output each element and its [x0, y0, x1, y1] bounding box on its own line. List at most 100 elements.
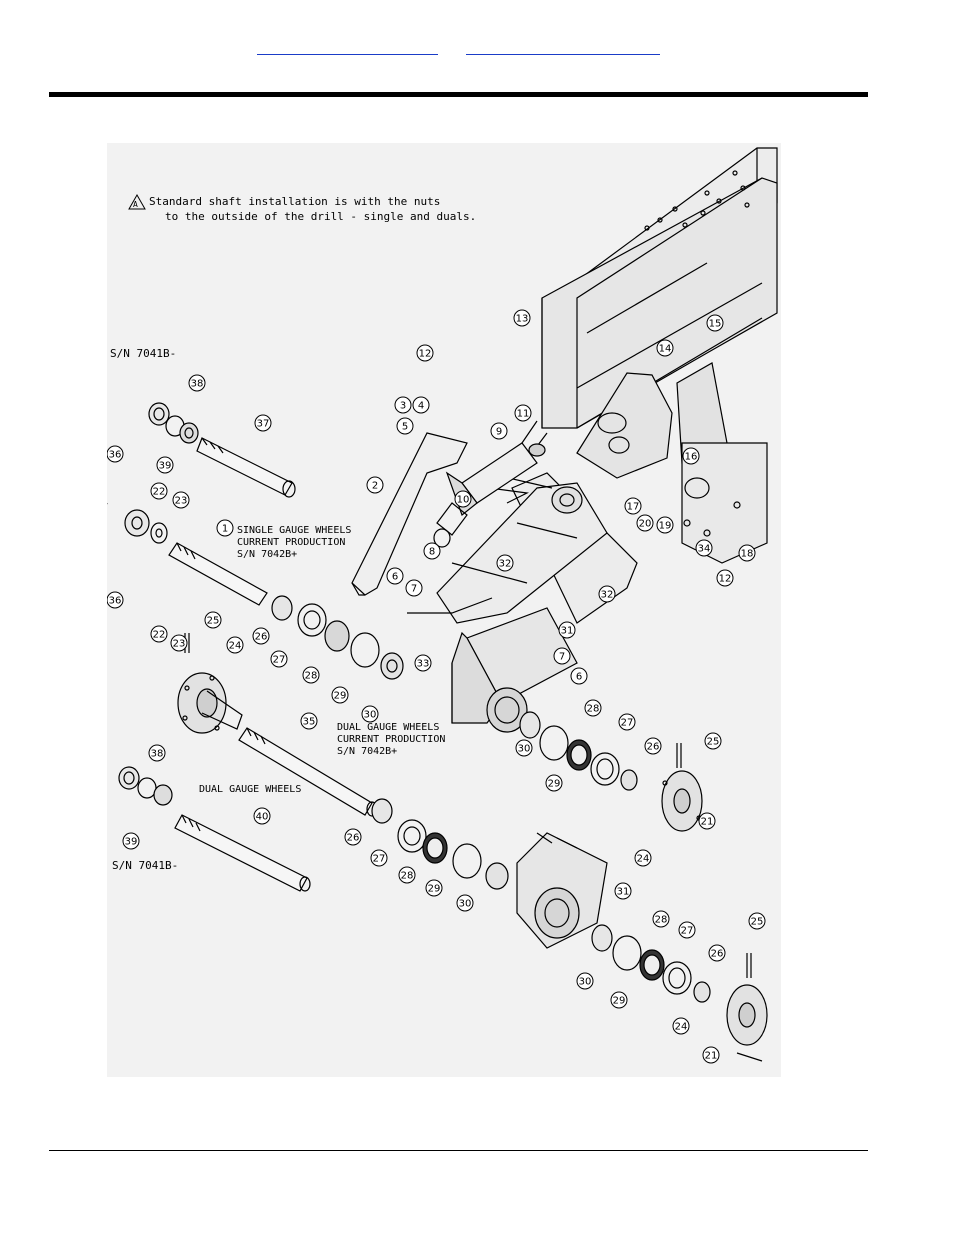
callout-24: 24 [226, 636, 244, 654]
callout-number: 6 [392, 572, 398, 583]
single-label-3: S/N 7042B+ [237, 549, 297, 560]
callout-circle [226, 636, 244, 654]
callout-circle [394, 396, 412, 414]
bracket-plate-2 [351, 432, 468, 596]
callout-number: 26 [347, 833, 360, 844]
callout-number: 12 [719, 574, 732, 585]
callout-number: 40 [256, 812, 269, 823]
callout-26: 26 [252, 627, 270, 645]
callout-number: 29 [428, 884, 441, 895]
callout-number: 31 [561, 626, 574, 637]
diagram-svg: A Standard shaft installation is with th… [102, 147, 778, 1064]
callout-circle [106, 445, 124, 463]
callout-number: 7 [411, 584, 417, 595]
callout-circle [702, 1046, 720, 1064]
callout-circle [682, 447, 700, 465]
callout-22: 22 [150, 625, 168, 643]
callout-circle [708, 944, 726, 962]
callout-circle [106, 591, 124, 609]
callout-circle [253, 807, 271, 825]
header-link-1[interactable] [257, 44, 438, 55]
callout-25: 25 [704, 732, 722, 750]
callout-number: 26 [647, 742, 660, 753]
callout-39: 39 [122, 832, 140, 850]
callout-circle [618, 713, 636, 731]
callout-19: 19 [656, 516, 674, 534]
callout-number: 29 [334, 691, 347, 702]
callout-circle [634, 849, 652, 867]
callout-24: 24 [672, 1017, 690, 1035]
callout-number: 21 [701, 817, 714, 828]
callout-circle [570, 667, 588, 685]
callout-30: 30 [576, 972, 594, 990]
callout-29: 29 [610, 991, 628, 1009]
callout-36: 36 [106, 591, 124, 609]
header-link-2[interactable] [466, 44, 660, 55]
callout-circle [188, 374, 206, 392]
callout-11: 11 [514, 404, 532, 422]
callout-29: 29 [331, 686, 349, 704]
callout-number: 14 [659, 344, 672, 355]
callout-29: 29 [425, 879, 443, 897]
callout-circle [150, 482, 168, 500]
callout-number: 19 [659, 521, 672, 532]
callout-18: 18 [738, 544, 756, 562]
callout-1: 1 [216, 519, 234, 537]
callout-27: 27 [270, 650, 288, 668]
callout-7: 7 [405, 579, 423, 597]
callout-number: 1 [222, 524, 228, 535]
callout-circle [254, 414, 272, 432]
callout-number: 28 [305, 671, 318, 682]
callout-40: 40 [253, 807, 271, 825]
callout-circle [716, 569, 734, 587]
callout-circle [300, 712, 318, 730]
callout-circle [216, 519, 234, 537]
callout-circle [706, 314, 724, 332]
callout-number: 28 [655, 915, 668, 926]
callout-number: 15 [709, 319, 722, 330]
callout-4: 4 [412, 396, 430, 414]
callout-number: 36 [109, 596, 122, 607]
callout-number: 11 [517, 409, 530, 420]
shaft-1 [102, 502, 268, 606]
callout-6: 6 [386, 567, 404, 585]
callout-circle [515, 739, 533, 757]
callout-circle [204, 611, 222, 629]
exploded-parts-diagram: A Standard shaft installation is with th… [102, 143, 781, 1077]
callout-21: 21 [702, 1046, 720, 1064]
callout-17: 17 [624, 497, 642, 515]
note-letter: A [133, 200, 138, 209]
header-rule [49, 92, 868, 97]
callout-number: 36 [109, 450, 122, 461]
callout-38: 38 [188, 374, 206, 392]
callout-39: 39 [156, 456, 174, 474]
callout-number: 2 [372, 481, 378, 492]
callout-circle [148, 744, 166, 762]
callout-circle [698, 812, 716, 830]
callout-number: 35 [303, 717, 316, 728]
callout-circle [156, 456, 174, 474]
callout-number: 29 [613, 996, 626, 1007]
callout-number: 30 [459, 899, 472, 910]
callout-number: 22 [153, 630, 166, 641]
callout-32: 32 [496, 554, 514, 572]
callout-circle [252, 627, 270, 645]
callout-circle [598, 585, 616, 603]
callout-circle [672, 1017, 690, 1035]
callout-circle [748, 912, 766, 930]
callout-31: 31 [558, 621, 576, 639]
callout-circle [656, 339, 674, 357]
callout-23: 23 [172, 491, 190, 509]
callout-number: 30 [579, 977, 592, 988]
dual-label-1: DUAL GAUGE WHEELS [337, 722, 439, 733]
callout-number: 27 [621, 718, 634, 729]
callout-circle [644, 737, 662, 755]
callout-circle [545, 774, 563, 792]
callout-circle [678, 921, 696, 939]
callout-number: 27 [681, 926, 694, 937]
shaft-35 [238, 727, 378, 817]
callout-number: 39 [159, 461, 172, 472]
callout-number: 20 [639, 519, 652, 530]
callout-number: 3 [400, 401, 406, 412]
